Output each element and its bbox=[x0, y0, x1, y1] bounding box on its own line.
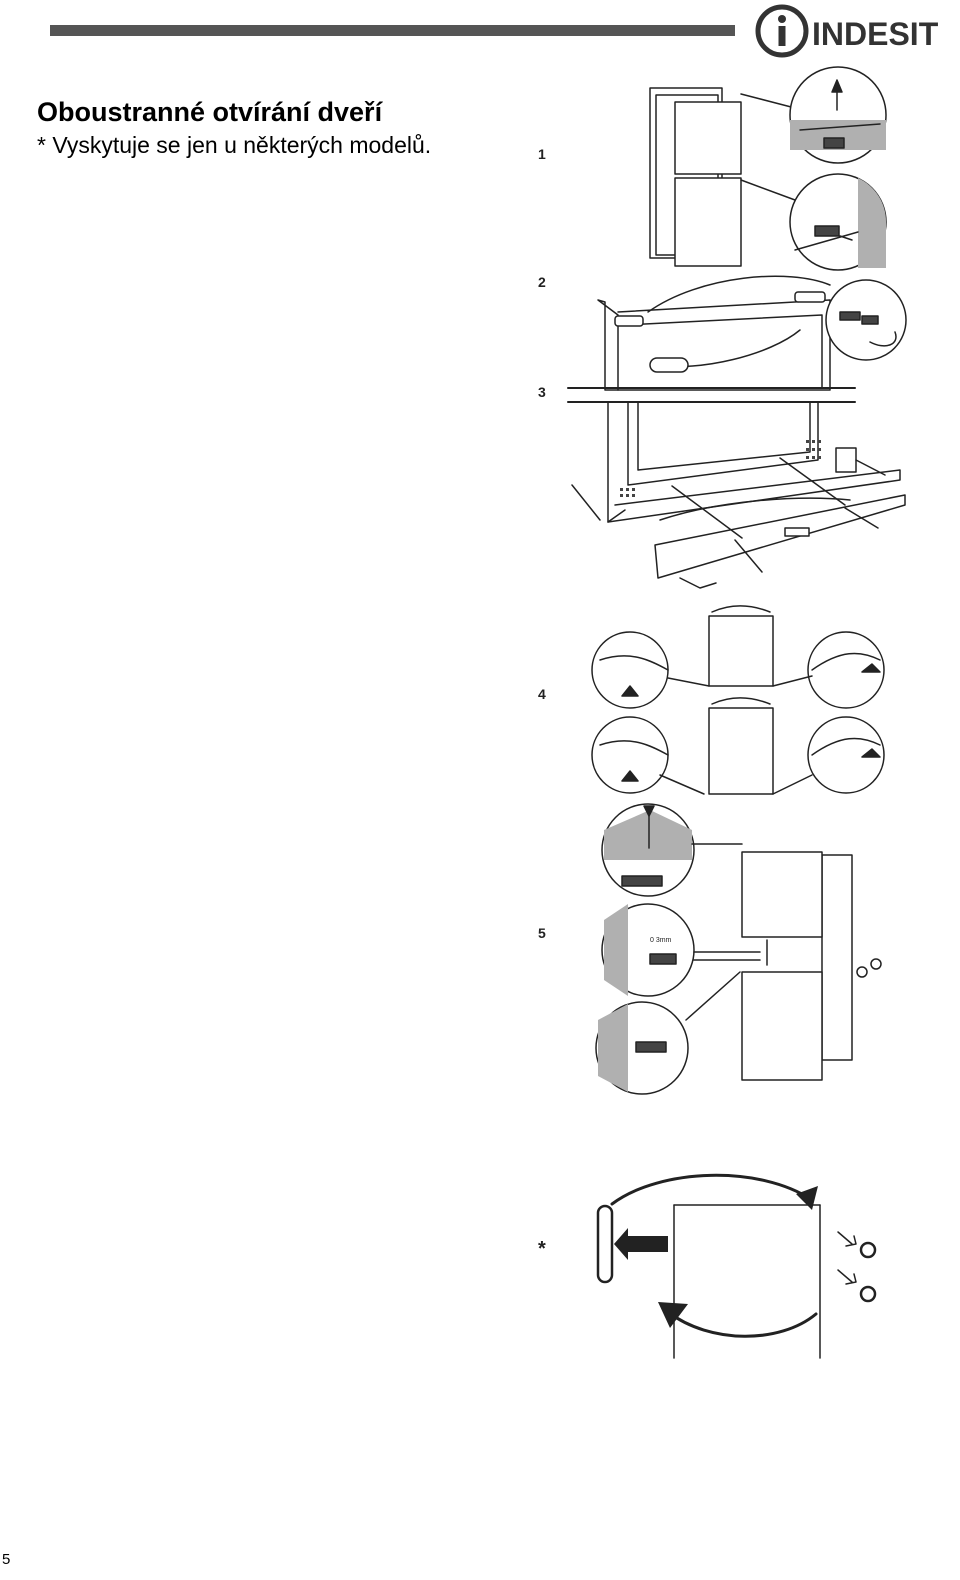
step-number-note: * bbox=[538, 1238, 546, 1260]
step-2-figure bbox=[597, 275, 907, 391]
step-1-figure bbox=[649, 66, 887, 271]
step-4-figure bbox=[591, 605, 885, 795]
page-number: 5 bbox=[2, 1551, 11, 1568]
step-number-4: 4 bbox=[538, 686, 546, 702]
step-5-figure: 0 3mm bbox=[595, 803, 882, 1095]
step-number-1: 1 bbox=[538, 146, 546, 162]
indesit-logo-icon: INDESIT bbox=[755, 4, 939, 58]
step-3-figure bbox=[567, 387, 906, 589]
step-number-5: 5 bbox=[538, 925, 546, 941]
handle-note-figure bbox=[596, 1173, 877, 1359]
door-reversal-diagrams: 0 3mm bbox=[567, 66, 907, 1359]
page-title: Oboustranné otvírání dveří bbox=[37, 97, 383, 127]
step-number-2: 2 bbox=[538, 274, 546, 290]
arrow-left-icon bbox=[614, 1228, 668, 1260]
page-subtitle: * Vyskytuje se jen u některých modelů. bbox=[37, 132, 432, 158]
header-bar bbox=[50, 25, 735, 36]
brand-logo: INDESIT bbox=[752, 2, 952, 60]
brand-name: INDESIT bbox=[812, 16, 939, 52]
step-number-3: 3 bbox=[538, 384, 546, 400]
gap-label: 0 3mm bbox=[650, 937, 672, 944]
